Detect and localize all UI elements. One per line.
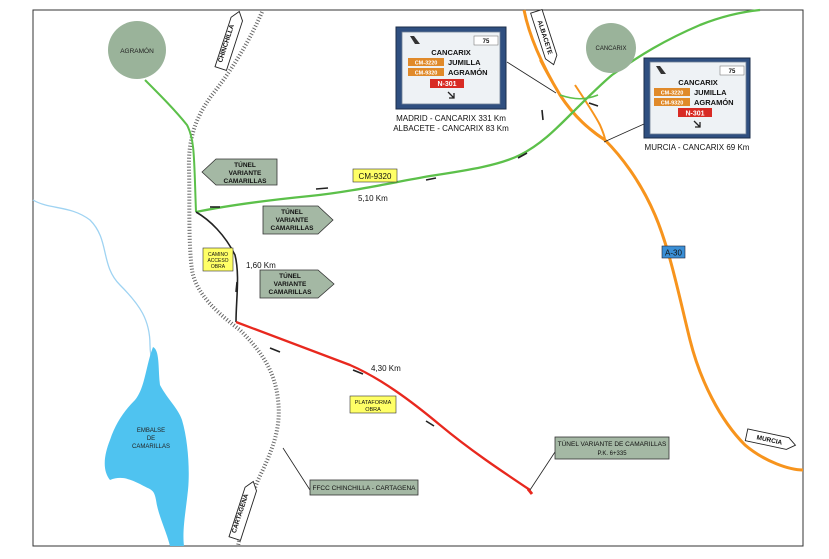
tunnel-callout-3-shape [259,269,335,299]
sign-right-number: 75 [729,69,736,75]
a30-box [661,245,686,259]
tunnel-callout-2-line-2: VARIANTE [276,217,309,224]
sign-right [643,57,751,139]
sign-right-line-1: CANCARIX [678,78,718,87]
agramon-label: AGRAMÓN [120,46,154,55]
camino-box [202,247,234,272]
a30-label: A-30 [665,249,682,258]
sign-left-line-2: JUMILLA [448,58,481,67]
sign-right-tag-3: CM-9320 [661,101,684,107]
a30-link-b [574,84,606,141]
plataforma-box-line-2: OBRA [365,407,381,413]
sign-right-road: N-301 [685,111,704,118]
sign-left-tag-3: CM-9320 [415,71,438,77]
sign-left-road: N-301 [437,81,456,88]
tunnel-pk-box [554,436,670,460]
sign-right-logo-icon [656,66,666,74]
embalse-label-3: CAMARILLAS [132,444,170,450]
plataforma-obra-road [235,320,531,491]
cm9320-label: CM-9320 [359,172,392,181]
camino-box-line-1: CAMINO [208,252,228,258]
camino-box-line-2: ACCESO [207,258,228,264]
cm9320-length: 5,10 Km [358,194,388,203]
madrid-distance: MADRID - CANCARIX 331 Km [396,114,506,123]
sign-left-line-3: AGRAMÓN [448,68,488,77]
camino-box-line-3: OBRA [211,264,226,270]
tunnel-callout-1-line-1: TÚNEL [234,160,256,169]
camino-acceso-obra [195,211,239,323]
tunnel-pk-line-2: P.K. 6+335 [597,451,627,457]
callout-lines [282,61,645,491]
sign-right-tag-2: CM-3220 [661,91,684,97]
sign-right-line-2: JUMILLA [694,88,727,97]
cancarix-circle [586,23,636,73]
murcia-arrow [744,428,797,450]
tunnel-callout-3-line-1: TÚNEL [279,271,301,280]
plataforma-box-line-1: PLATAFORMA [355,400,392,406]
sign-left-arrow-icon [447,91,455,99]
sign-left-line-1: CANCARIX [431,48,471,57]
ffcc-label: FFCC CHINCHILLA - CARTAGENA [312,485,416,492]
chinchilla-arrow [214,10,243,71]
cartagena-arrow [228,480,257,541]
a30-link-a [539,59,606,141]
embalse-label-1: EMBALSE [137,428,165,434]
embalse-de-camarillas [104,347,189,546]
direction-arrows [210,102,599,427]
sign-left-number: 75 [483,39,490,45]
cm9320-road [195,8,761,214]
tunnel-callout-2-line-3: CAMARILLAS [271,225,315,232]
road-to-agramon [144,79,197,213]
map-frame [32,9,804,547]
sign-right-line-3: AGRAMÓN [694,98,734,107]
tunnel-callout-2-line-1: TÚNEL [281,207,303,216]
camino-length: 1,60 Km [246,261,276,270]
murcia-distance: MURCIA - CANCARIX 69 Km [645,143,750,152]
river [32,199,157,381]
albacete-distance: ALBACETE - CANCARIX 83 Km [393,124,509,133]
embalse-label-2: DE [147,436,155,442]
tunnel-callout-2-shape [262,205,334,235]
sign-left [395,26,507,110]
tunnel-callout-1-line-2: VARIANTE [229,170,262,177]
green-link [559,94,599,100]
sign-left-tag-2: CM-3220 [415,61,438,67]
agramon-circle [108,21,166,79]
railway-chinchilla-cartagena [186,11,281,547]
sign-right-arrow-icon [693,120,701,128]
plataforma-box [349,395,397,414]
ffcc-box [309,479,419,496]
tunnel-pk-line-1: TÚNEL VARIANTE DE CAMARILLAS [558,439,667,448]
tunnel-callout-3-line-3: CAMARILLAS [269,289,313,296]
albacete-arrow [530,8,558,66]
tunnel-callout-1-shape [201,158,278,186]
cancarix-label: CANCARIX [595,46,626,52]
cm9320-box [352,168,398,183]
plataforma-length: 4,30 Km [371,364,401,373]
tunnel-end-mark [526,488,534,495]
sign-left-logo-icon [410,36,420,44]
tunnel-callout-1-line-3: CAMARILLAS [224,178,268,185]
tunnel-callout-3-line-2: VARIANTE [274,281,307,288]
